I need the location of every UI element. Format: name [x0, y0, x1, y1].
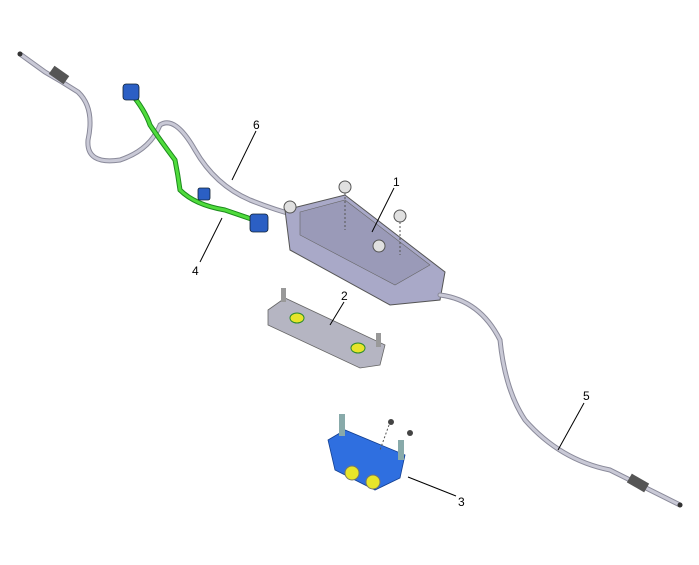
callout-1: 1 — [393, 175, 400, 189]
connector-end — [249, 213, 269, 233]
lower-bracket — [327, 414, 413, 491]
right-cable — [437, 292, 683, 508]
upper-bracket — [267, 288, 386, 369]
connector-top — [122, 83, 140, 101]
callout-6: 6 — [253, 118, 260, 132]
wiring-harness — [122, 83, 269, 233]
actuator-unit — [283, 180, 446, 306]
connector-mid — [197, 187, 211, 201]
leader-lines — [199, 130, 585, 497]
left-cable — [17, 51, 298, 218]
callout-5: 5 — [583, 389, 590, 403]
callout-2: 2 — [341, 289, 348, 303]
callout-3: 3 — [458, 495, 465, 509]
callout-4: 4 — [192, 264, 199, 278]
